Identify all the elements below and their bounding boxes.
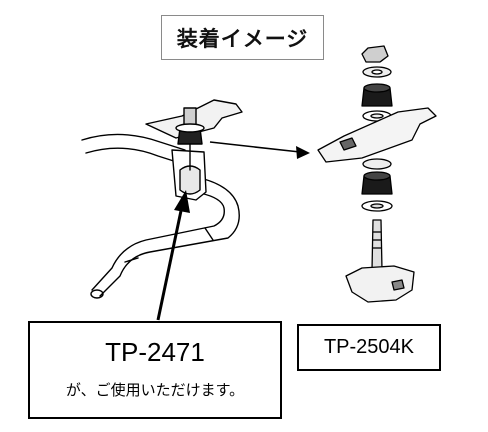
arrow-to-link-plate-head (296, 146, 310, 159)
bottom-hook-mark (391, 279, 405, 291)
bar-joint (204, 227, 214, 241)
tp-2471-model: TP-2471 (105, 337, 205, 367)
frame-rail (81, 133, 186, 164)
title-box: 装着イメージ (161, 15, 324, 60)
arrows (156, 141, 310, 321)
lower-washer-hole (370, 203, 384, 209)
stabilizer-assembly (81, 99, 243, 299)
bar-joint-2 (124, 257, 139, 263)
arrow-to-link-plate-line (209, 141, 301, 153)
tp-2504k-label-box: TP-2504K (297, 324, 441, 371)
arrow-to-bracket-line (156, 205, 184, 321)
stabilizer-bar-lower (91, 192, 225, 291)
bottom-hook-plate (345, 265, 415, 303)
middle-washer (362, 158, 392, 170)
link-plate-stamp (339, 137, 357, 151)
top-nut (361, 45, 389, 63)
tp-2471-caption: が、ご使用いただけます。 (65, 381, 245, 399)
link-bolt (371, 219, 383, 271)
bushing (179, 165, 201, 195)
bar-end (90, 289, 104, 299)
exploded-link-kit (317, 45, 437, 303)
upper-bushing-top (363, 83, 391, 93)
top-washer-hole (371, 69, 383, 75)
tp-2504k-model: TP-2504K (323, 336, 415, 358)
lower-bushing-top (363, 171, 391, 181)
arrow-to-bracket-head (174, 190, 190, 213)
stabilizer-bar-upper (99, 177, 240, 297)
spacer-washer-upper-hole (370, 113, 384, 119)
tp-2471-label-box: TP-2471 が、ご使用いただけます。 (28, 321, 282, 419)
mounted-washer (175, 123, 205, 133)
title-text: 装着イメージ (176, 26, 309, 51)
